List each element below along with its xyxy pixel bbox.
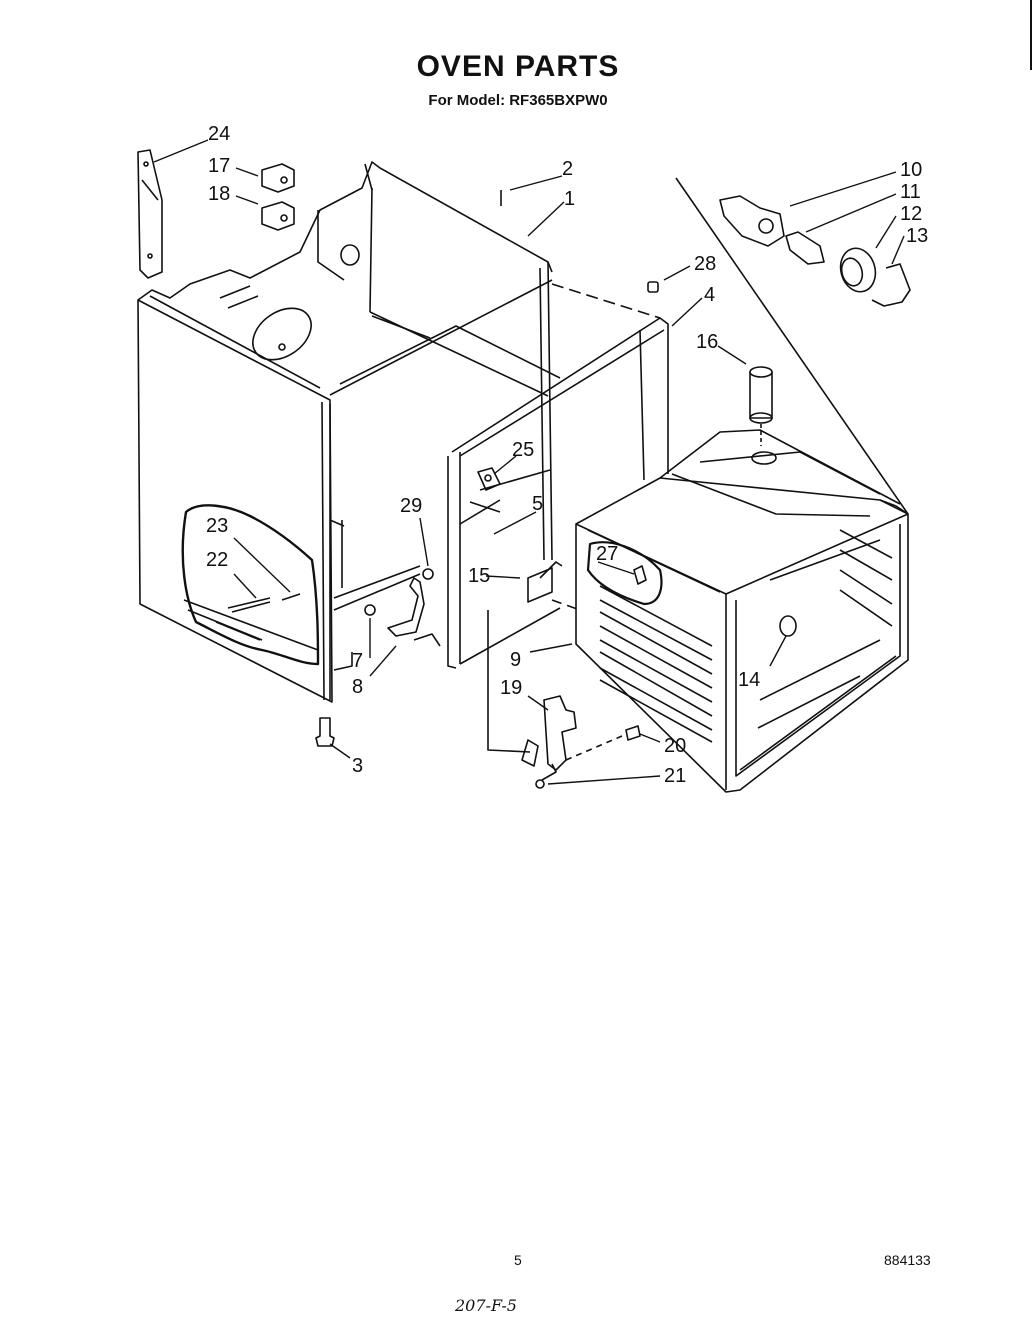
leader-lines xyxy=(153,139,905,785)
document-number: 884133 xyxy=(884,1252,931,1268)
callout-8: 8 xyxy=(352,676,363,698)
cabinet-assembly xyxy=(137,161,561,703)
part-16-tube xyxy=(749,366,773,446)
front-frame-assembly xyxy=(447,283,669,753)
page-edge-mark xyxy=(1030,0,1032,70)
callout-labels: 24 17 18 2 1 28 4 16 10 11 12 13 25 5 29… xyxy=(206,123,928,787)
callout-20: 20 xyxy=(664,735,686,757)
callout-11: 11 xyxy=(900,181,921,203)
callout-28: 28 xyxy=(694,253,716,275)
callout-3: 3 xyxy=(352,755,363,777)
callout-1: 1 xyxy=(564,188,575,210)
callout-23: 23 xyxy=(206,515,228,537)
part-28-plug xyxy=(647,281,659,293)
callout-16: 16 xyxy=(696,331,718,353)
callout-27: 27 xyxy=(596,543,618,565)
callout-15: 15 xyxy=(468,565,490,587)
page-number: 5 xyxy=(514,1252,522,1268)
callout-24: 24 xyxy=(208,123,230,145)
callout-29: 29 xyxy=(400,495,422,517)
model-line: For Model: RF365BXPW0 xyxy=(428,92,608,109)
callout-9: 9 xyxy=(510,649,521,671)
callout-4: 4 xyxy=(704,284,715,306)
part-17-18-clips xyxy=(261,163,295,231)
oven-liner-assembly xyxy=(575,177,909,793)
callout-7: 7 xyxy=(352,650,363,672)
callout-5: 5 xyxy=(532,493,543,515)
callout-22: 22 xyxy=(206,549,228,571)
callout-2: 2 xyxy=(562,158,573,180)
diagram-title: OVEN PARTS xyxy=(416,50,620,83)
callout-19: 19 xyxy=(500,677,522,699)
callout-21: 21 xyxy=(664,765,686,787)
callout-12: 12 xyxy=(900,203,922,225)
part-22-23-element xyxy=(227,593,301,613)
part-19-21-hinge xyxy=(521,695,641,789)
callout-13: 13 xyxy=(906,225,928,247)
part-3-leg xyxy=(315,717,335,747)
handwritten-note: 207-F-5 xyxy=(455,1296,517,1315)
callout-17: 17 xyxy=(208,155,230,177)
light-assembly-10-13 xyxy=(719,195,911,307)
callout-18: 18 xyxy=(208,183,230,205)
callout-25: 25 xyxy=(512,439,534,461)
part-25-sensor xyxy=(477,467,501,491)
callout-10: 10 xyxy=(900,159,922,181)
part-7-8-hinge xyxy=(364,568,441,647)
callout-14: 14 xyxy=(738,669,760,691)
part-24-strip xyxy=(137,149,163,279)
